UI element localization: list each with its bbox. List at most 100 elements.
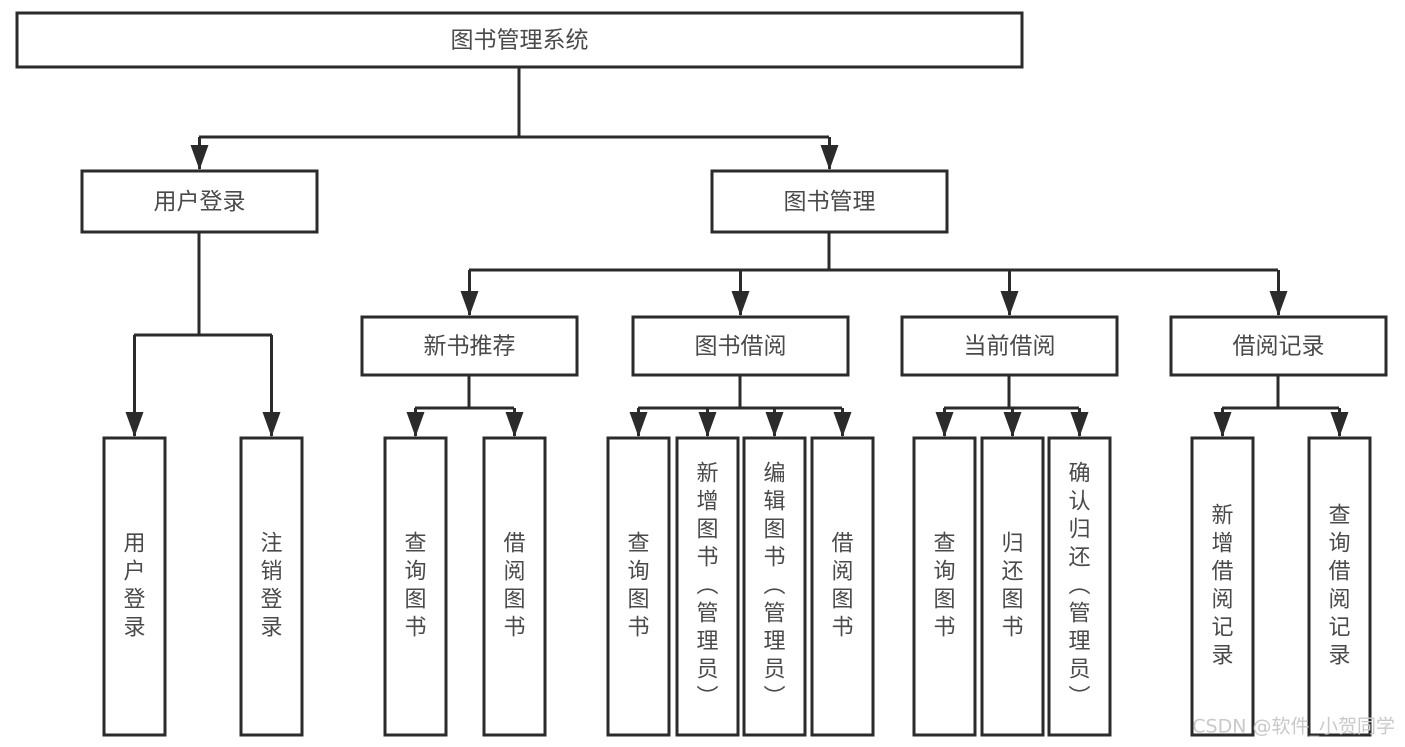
- edge-book-manage-to-new-book-recommend: [460, 270, 479, 316]
- node-box-leaf-edit-book[interactable]: [742, 436, 807, 737]
- connector-group-user-login-bus: [134, 232, 272, 337]
- node-box-book-manage[interactable]: [710, 169, 949, 234]
- node-box-current-borrow[interactable]: [900, 315, 1119, 377]
- edge-current-borrow-to-leaf-confirm-return: [1070, 408, 1089, 437]
- edge-borrow-record-to-leaf-query-record: [1330, 408, 1349, 437]
- arrow-head-icon: [935, 412, 954, 437]
- node-label-borrow-record: 借阅记录: [1233, 334, 1325, 360]
- node-book-borrow[interactable]: 图书借阅: [631, 315, 850, 377]
- connector-group-current-borrow-bus: [944, 375, 1079, 410]
- node-box-book-borrow[interactable]: [631, 315, 850, 377]
- arrow-head-icon: [1213, 412, 1232, 437]
- node-box-new-book-recommend[interactable]: [360, 315, 579, 377]
- node-label-leaf-query-record: 查询借阅记录: [1328, 504, 1350, 669]
- node-leaf-borrow-book-1[interactable]: 借阅图书: [482, 436, 547, 737]
- node-leaf-user-logout[interactable]: 注销登录: [239, 436, 304, 737]
- arrow-head-icon: [1003, 412, 1022, 437]
- node-label-leaf-add-record: 新增借阅记录: [1211, 504, 1233, 669]
- edge-current-borrow-to-leaf-query-book-3: [935, 408, 954, 437]
- node-leaf-edit-book[interactable]: 编辑图书︵管理员︶: [742, 436, 807, 737]
- edge-book-manage-to-book-borrow: [731, 270, 750, 316]
- node-user-login[interactable]: 用户登录: [80, 169, 319, 234]
- node-box-leaf-add-record[interactable]: [1190, 436, 1255, 737]
- edge-book-borrow-to-leaf-query-book-2: [629, 408, 648, 437]
- arrow-head-icon: [731, 291, 750, 316]
- node-box-borrow-record[interactable]: [1169, 315, 1388, 377]
- edge-new-book-recommend-to-leaf-borrow-book-1: [505, 408, 524, 437]
- connector-group-root-bus: [199, 67, 829, 139]
- node-box-root[interactable]: [15, 11, 1024, 69]
- node-label-new-book-recommend: 新书推荐: [424, 334, 516, 360]
- node-label-leaf-add-book: 新增图书︵管理员︶: [696, 462, 718, 711]
- node-leaf-query-book-3[interactable]: 查询图书: [912, 436, 977, 737]
- edge-book-borrow-to-leaf-edit-book: [765, 408, 784, 437]
- arrow-head-icon: [505, 412, 524, 437]
- arrow-head-icon: [1330, 412, 1349, 437]
- arrow-head-icon: [1070, 412, 1089, 437]
- node-label-current-borrow: 当前借阅: [964, 334, 1056, 360]
- edge-borrow-record-to-leaf-add-record: [1213, 408, 1232, 437]
- edge-book-manage-to-current-borrow: [1000, 270, 1019, 316]
- node-box-leaf-borrow-book-1[interactable]: [482, 436, 547, 737]
- arrow-head-icon: [262, 412, 281, 437]
- edge-root-to-user-login: [190, 137, 209, 170]
- node-label-user-login: 用户登录: [154, 189, 246, 215]
- node-label-leaf-borrow-book-1: 借阅图书: [503, 532, 525, 641]
- node-leaf-query-book-2[interactable]: 查询图书: [606, 436, 671, 737]
- node-box-leaf-user-login[interactable]: [102, 436, 167, 737]
- connector-group-new-book-bus: [415, 375, 514, 410]
- node-box-leaf-query-record[interactable]: [1307, 436, 1372, 737]
- node-root[interactable]: 图书管理系统: [15, 11, 1024, 69]
- arrow-head-icon: [833, 412, 852, 437]
- node-box-leaf-add-book[interactable]: [675, 436, 740, 737]
- node-box-leaf-borrow-book-2[interactable]: [810, 436, 875, 737]
- connector-group-borrow-record-bus: [1222, 375, 1339, 410]
- arrow-head-icon: [1000, 291, 1019, 316]
- edge-user-login-to-leaf-user-login: [125, 335, 144, 437]
- node-box-leaf-confirm-return[interactable]: [1047, 436, 1112, 737]
- node-label-leaf-query-book-1: 查询图书: [404, 532, 426, 641]
- arrow-head-icon: [629, 412, 648, 437]
- edge-current-borrow-to-leaf-return-book: [1003, 408, 1022, 437]
- node-label-leaf-user-logout: 注销登录: [260, 532, 282, 641]
- edge-user-login-to-leaf-user-logout: [262, 335, 281, 437]
- node-leaf-query-record[interactable]: 查询借阅记录: [1307, 436, 1372, 737]
- node-leaf-return-book[interactable]: 归还图书: [980, 436, 1045, 737]
- node-leaf-borrow-book-2[interactable]: 借阅图书: [810, 436, 875, 737]
- connector-group-book-manage-bus: [469, 232, 1278, 272]
- arrow-head-icon: [820, 145, 839, 170]
- node-box-leaf-query-book-2[interactable]: [606, 436, 671, 737]
- node-label-leaf-return-book: 归还图书: [1001, 532, 1023, 641]
- node-layer: 图书管理系统用户登录图书管理新书推荐图书借阅当前借阅借阅记录用户登录注销登录查询…: [15, 11, 1388, 737]
- edge-book-borrow-to-leaf-add-book: [698, 408, 717, 437]
- node-label-leaf-user-login: 用户登录: [123, 532, 145, 641]
- edge-book-manage-to-borrow-record: [1269, 270, 1288, 316]
- connector-layer: [125, 67, 1349, 437]
- node-box-leaf-user-logout[interactable]: [239, 436, 304, 737]
- connector-group-book-borrow-bus: [638, 375, 842, 410]
- node-box-user-login[interactable]: [80, 169, 319, 234]
- arrow-head-icon: [765, 412, 784, 437]
- csdn-watermark: CSDN @软件_小贺同学: [1192, 716, 1395, 738]
- edge-new-book-recommend-to-leaf-query-book-1: [406, 408, 425, 437]
- edge-book-borrow-to-leaf-borrow-book-2: [833, 408, 852, 437]
- node-leaf-confirm-return[interactable]: 确认归还︵管理员︶: [1047, 436, 1112, 737]
- node-box-leaf-query-book-1[interactable]: [383, 436, 448, 737]
- node-leaf-query-book-1[interactable]: 查询图书: [383, 436, 448, 737]
- node-current-borrow[interactable]: 当前借阅: [900, 315, 1119, 377]
- node-label-leaf-query-book-3: 查询图书: [933, 532, 955, 641]
- node-leaf-add-record[interactable]: 新增借阅记录: [1190, 436, 1255, 737]
- node-label-root: 图书管理系统: [451, 28, 589, 54]
- node-leaf-add-book[interactable]: 新增图书︵管理员︶: [675, 436, 740, 737]
- arrow-head-icon: [460, 291, 479, 316]
- node-new-book-recommend[interactable]: 新书推荐: [360, 315, 579, 377]
- arrow-head-icon: [125, 412, 144, 437]
- node-leaf-user-login[interactable]: 用户登录: [102, 436, 167, 737]
- node-label-leaf-query-book-2: 查询图书: [627, 532, 649, 641]
- node-box-leaf-return-book[interactable]: [980, 436, 1045, 737]
- node-book-manage[interactable]: 图书管理: [710, 169, 949, 234]
- node-borrow-record[interactable]: 借阅记录: [1169, 315, 1388, 377]
- node-box-leaf-query-book-3[interactable]: [912, 436, 977, 737]
- arrow-head-icon: [190, 145, 209, 170]
